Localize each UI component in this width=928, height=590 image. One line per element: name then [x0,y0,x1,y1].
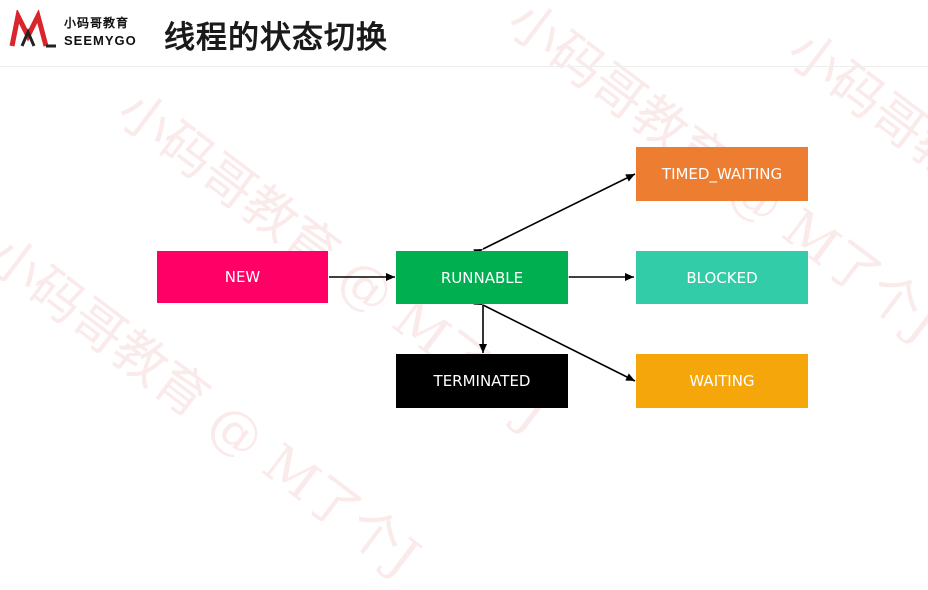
state-timed-waiting: TIMED_WAITING [636,147,808,201]
logo-chinese-text: 小码哥教育 [64,16,130,30]
m-logo-icon [9,10,56,48]
brand-logo: 小码哥教育 SEEMYGO [8,8,148,52]
state-blocked-label: BLOCKED [686,268,758,287]
state-terminated: TERMINATED [396,354,568,408]
slide-header: 小码哥教育 SEEMYGO 线程的状态切换 [0,0,928,66]
state-waiting: WAITING [636,354,808,408]
state-new: NEW [157,251,328,303]
state-terminated-label: TERMINATED [433,372,531,390]
state-runnable: RUNNABLE [396,251,568,304]
state-blocked: BLOCKED [636,251,808,304]
header-divider [0,66,928,67]
logo-english-text: SEEMYGO [64,33,137,48]
edge-runnable-waiting [473,297,636,382]
state-waiting-label: WAITING [689,372,755,390]
edge-runnable-timed-waiting [473,173,636,257]
diagram-arrows [329,173,636,382]
state-timed-waiting-label: TIMED_WAITING [661,165,783,183]
state-new-label: NEW [224,268,261,286]
page-title: 线程的状态切换 [164,20,388,56]
state-runnable-label: RUNNABLE [440,268,524,287]
